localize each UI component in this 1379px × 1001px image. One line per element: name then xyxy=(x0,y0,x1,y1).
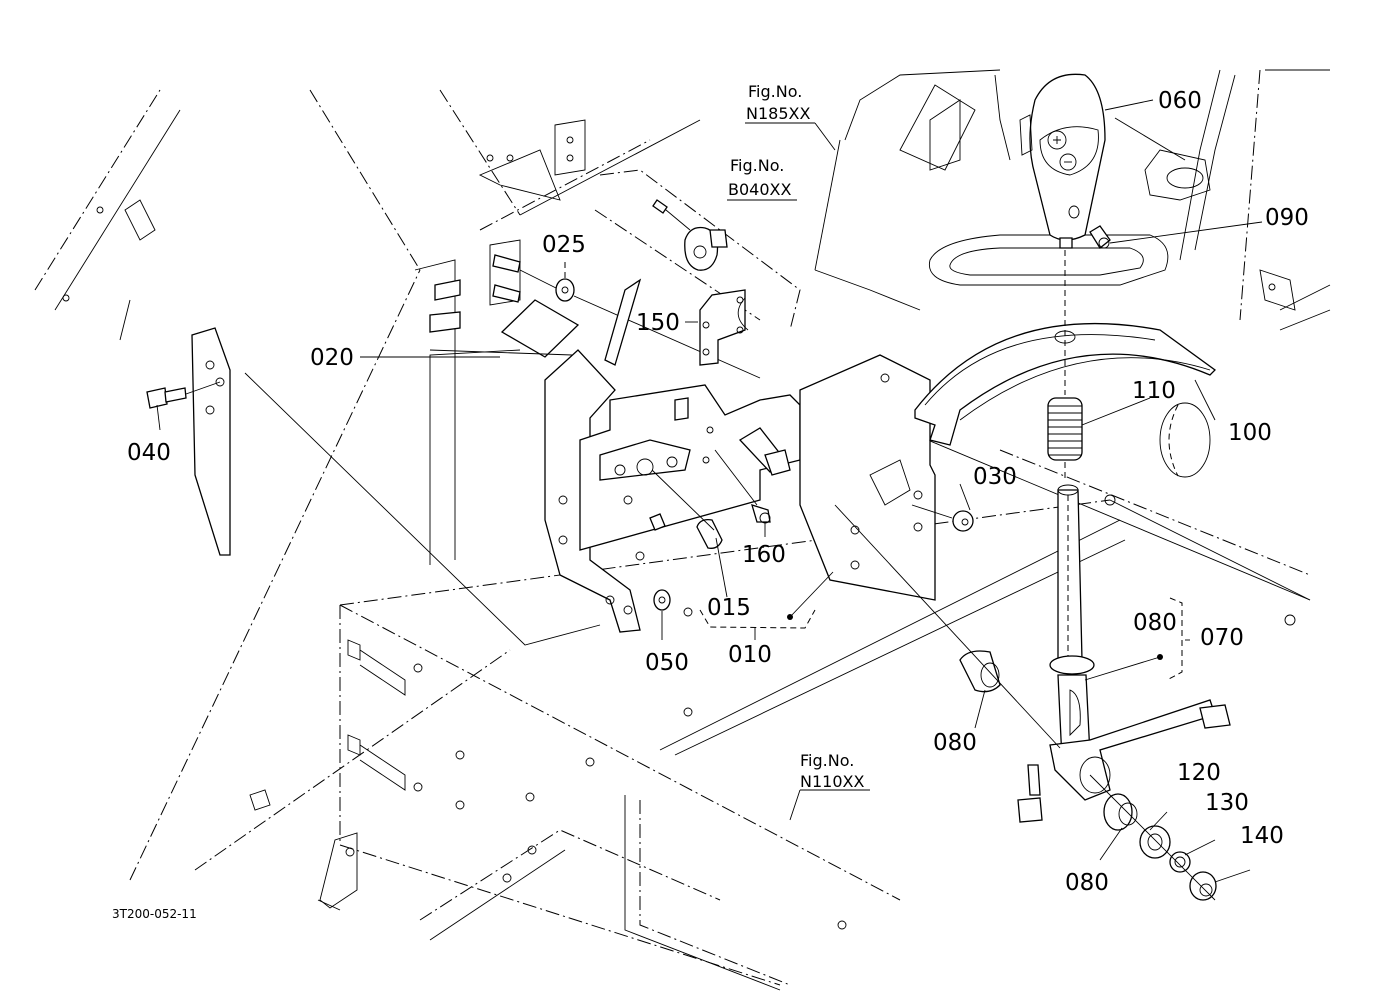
stud xyxy=(738,427,791,476)
drawing-code: 3T200-052-11 xyxy=(112,907,197,921)
pin-small xyxy=(649,513,666,531)
figure-ref-number[interactable]: N185XX xyxy=(746,104,810,123)
leader-lines xyxy=(156,99,1263,883)
callout-040: 040 xyxy=(127,440,171,466)
callout-160: 160 xyxy=(742,542,786,568)
pin-015 xyxy=(651,469,723,549)
bracket-left xyxy=(191,327,601,646)
callout-080-lower: 080 xyxy=(1065,870,1109,896)
spring-110 xyxy=(1047,397,1083,480)
pad-020 xyxy=(500,299,580,358)
screw-090 xyxy=(1089,225,1111,249)
callout-100: 100 xyxy=(1228,420,1272,446)
callout-150: 150 xyxy=(636,310,680,336)
knob-060 xyxy=(1019,73,1106,249)
link-strip xyxy=(604,278,642,366)
callout-070: 070 xyxy=(1200,625,1244,651)
switch-b040 xyxy=(652,199,728,271)
plate-right xyxy=(799,354,936,601)
callout-080-bush: 080 xyxy=(933,730,977,756)
bracket-150 xyxy=(699,289,749,366)
mount-plate xyxy=(414,239,521,565)
figure-ref-title: Fig.No. xyxy=(748,82,802,101)
figure-ref-title: Fig.No. xyxy=(730,156,784,175)
callout-050: 050 xyxy=(645,650,689,676)
figure-ref-title: Fig.No. xyxy=(800,751,854,770)
callout-020: 020 xyxy=(310,345,354,371)
callout-130: 130 xyxy=(1205,790,1249,816)
callout-015: 015 xyxy=(707,595,751,621)
callout-025: 025 xyxy=(542,232,586,258)
callout-110: 110 xyxy=(1132,378,1176,404)
callout-060: 060 xyxy=(1158,88,1202,114)
callout-labels: 020 040 025 150 160 015 010 050 060 090 … xyxy=(127,88,1309,896)
figure-ref-number[interactable]: B040XX xyxy=(728,180,791,199)
callout-030: 030 xyxy=(973,464,1017,490)
bolt-040 xyxy=(146,381,221,409)
figure-ref-n110xx[interactable]: Fig.No. N110XX xyxy=(800,751,864,791)
nut-050 xyxy=(653,589,671,611)
shift-lever xyxy=(1017,484,1231,823)
screw-160 xyxy=(714,449,771,524)
callout-010: 010 xyxy=(728,642,772,668)
lever-bracket xyxy=(544,349,641,633)
background-frame xyxy=(34,69,1331,991)
bush-080-upper xyxy=(834,504,1061,749)
cover-100 xyxy=(914,250,1216,446)
washers-080-120-130-140 xyxy=(1089,774,1217,901)
switch-plate-010 xyxy=(579,384,801,551)
figure-ref-number[interactable]: N110XX xyxy=(800,772,864,791)
nut-030 xyxy=(911,504,974,532)
nut-025 xyxy=(519,269,761,379)
figure-ref-n185xx[interactable]: Fig.No. N185XX xyxy=(746,82,810,123)
figure-ref-b040xx[interactable]: Fig.No. B040XX xyxy=(728,156,791,199)
callout-120: 120 xyxy=(1177,760,1221,786)
callout-080-assembly: 080 xyxy=(1133,610,1177,636)
callout-090: 090 xyxy=(1265,205,1309,231)
callout-140: 140 xyxy=(1240,823,1284,849)
